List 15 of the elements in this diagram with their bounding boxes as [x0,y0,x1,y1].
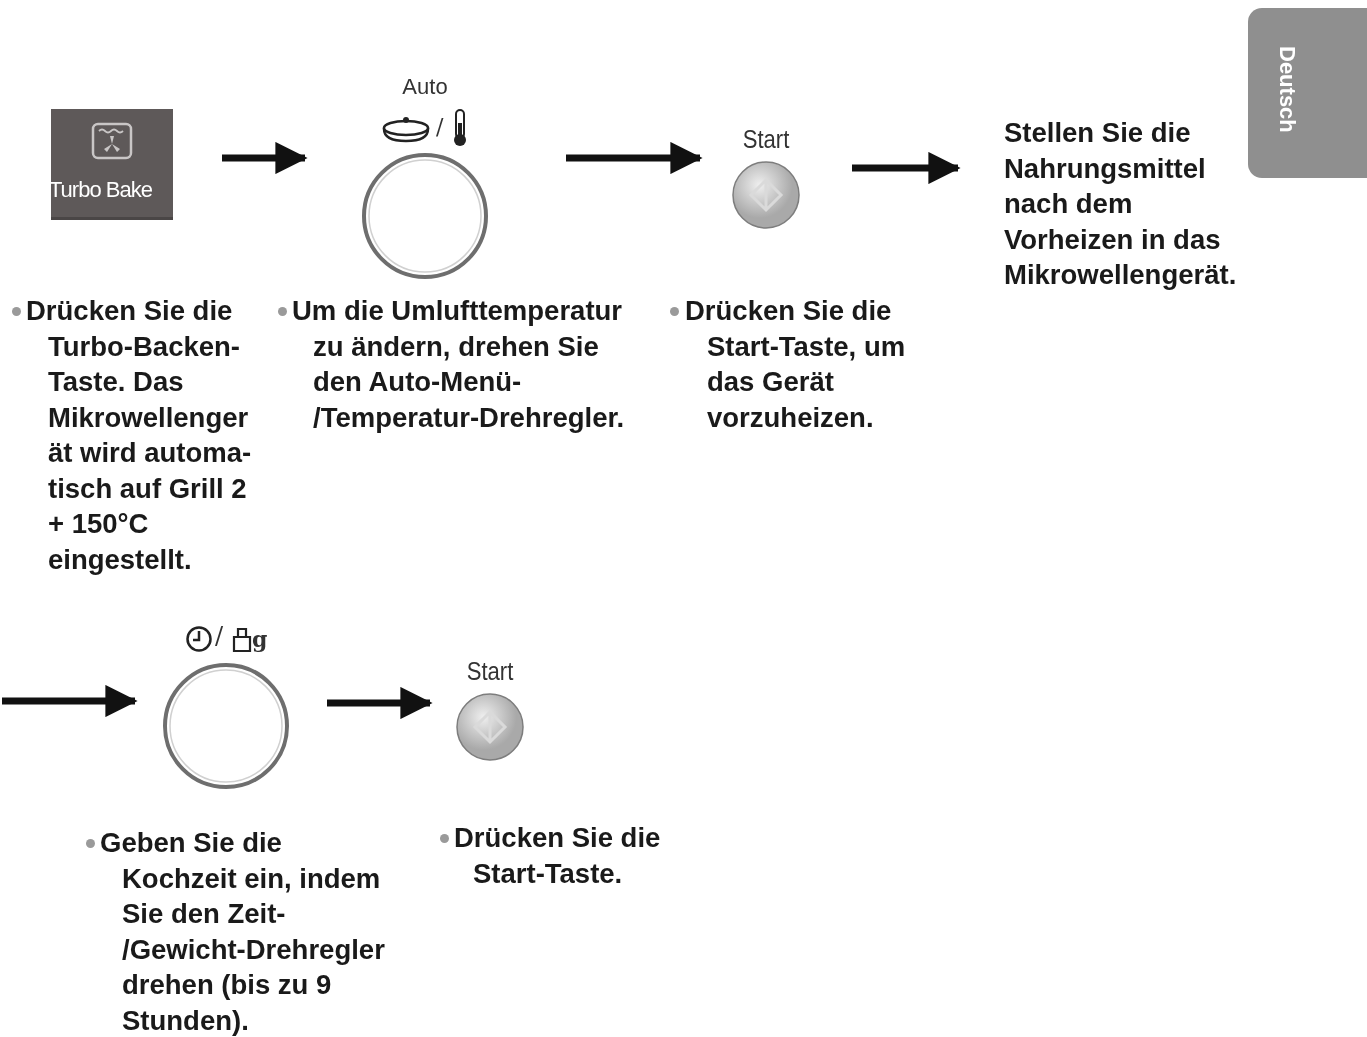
instruction-text: Stellen Sie die Nahrungsmittel nach dem Vorheizen in das Mikrowellengerät. [1004,115,1244,295]
step-description: Drücken Sie die Start-Taste, um das Gerät vorzuheizen. [670,293,924,435]
step-description: Drücken Sie die Turbo-Backen- Taste. Das Mikrowellenger ät wird automa- tisch auf Grill 2 + 150°C eingestellt. [12,293,262,577]
step-description: Um die Umlufttemperatur zu ändern, drehen Sie den Auto-Menü- /Temperatur-Drehregler. [278,293,640,435]
tab-label: Deutsch [1274,46,1300,133]
arrow [2,684,138,718]
button-title: Start [741,124,791,155]
separator-label: / [436,114,444,139]
dial-title: Auto [401,74,449,100]
separator-label: / [215,622,224,650]
button-title: Start [465,656,515,687]
step-description: Drücken Sie die Start-Taste. [440,820,690,891]
turbo-bake-button: Turbo Bake [51,109,173,220]
step-description: Geben Sie die Kochzeit ein, indem Sie den Zeit- /Gewicht-Drehregler drehen (bis zu 9 Stunden). [86,825,402,1037]
unit-label: g [252,626,268,652]
